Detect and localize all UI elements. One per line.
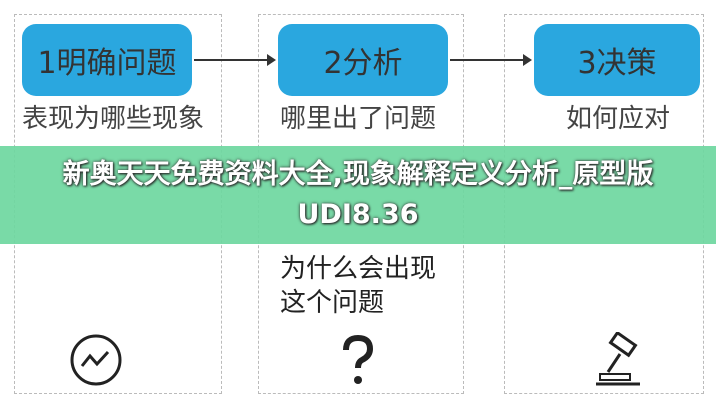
arrow-icon xyxy=(194,54,276,66)
step-3-box: 3决策 xyxy=(534,24,700,96)
step-2-subtitle: 哪里出了问题 xyxy=(280,104,437,134)
detail-line: 这个问题 xyxy=(280,288,385,318)
question-icon xyxy=(343,334,374,384)
step-1-box: 1明确问题 xyxy=(22,24,192,96)
step-3-subtitle: 如何应对 xyxy=(566,104,671,134)
overlay-title: 新奥天天免费资料大全,现象解释定义分析_原型版UDI8.36 xyxy=(62,159,654,230)
gavel-icon xyxy=(596,332,640,386)
step-1-subtitle: 表现为哪些现象 xyxy=(22,104,205,134)
detail-line: 为什么会出现 xyxy=(280,254,437,284)
chart-trend-icon xyxy=(70,334,122,386)
step-2-detail: 为什么会出现 这个问题 xyxy=(280,252,436,320)
overlay-banner xyxy=(0,146,716,244)
step-2-box: 2分析 xyxy=(278,24,448,96)
arrow-icon xyxy=(450,54,532,66)
